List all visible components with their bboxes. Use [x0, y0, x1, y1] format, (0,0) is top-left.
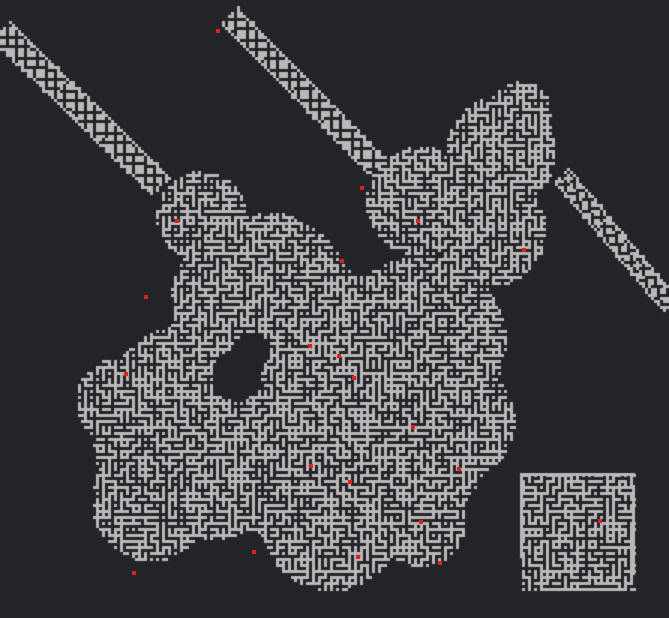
red-marker	[522, 248, 526, 252]
red-marker	[457, 467, 461, 471]
red-marker	[144, 295, 148, 299]
red-marker	[308, 344, 312, 348]
red-marker	[124, 372, 128, 376]
red-marker	[360, 186, 364, 190]
red-marker	[416, 219, 420, 223]
red-marker	[175, 219, 179, 223]
red-marker	[252, 550, 256, 554]
red-marker	[348, 480, 352, 484]
red-marker	[337, 354, 341, 358]
red-marker	[216, 29, 220, 33]
red-marker	[598, 519, 602, 523]
red-marker	[438, 561, 442, 565]
red-marker	[356, 555, 360, 559]
red-marker	[132, 571, 136, 575]
red-marker	[411, 425, 415, 429]
red-marker	[352, 376, 356, 380]
red-marker	[419, 520, 423, 524]
red-marker	[340, 259, 344, 263]
red-marker	[309, 464, 313, 468]
